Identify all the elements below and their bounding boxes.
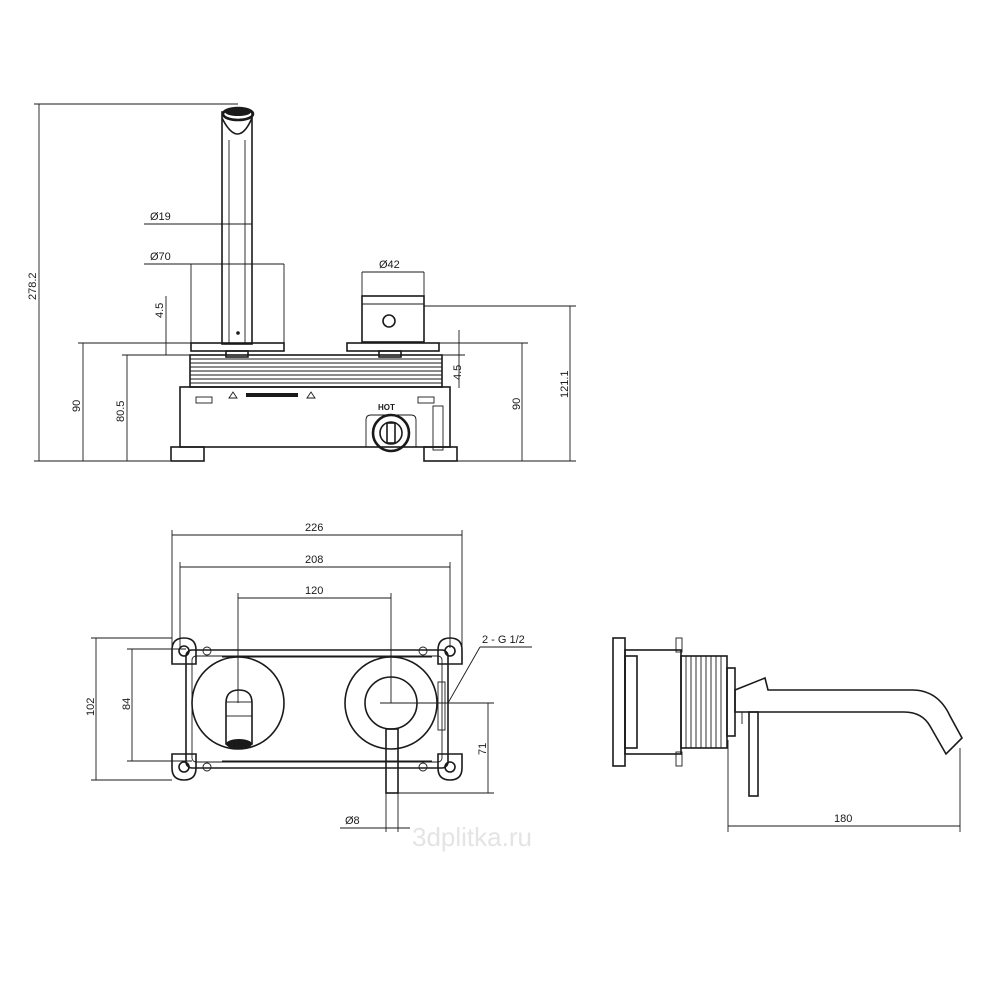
watermark: 3dplitka.ru (412, 822, 532, 852)
spout (221, 106, 255, 345)
side-dimensions: 180 (727, 740, 961, 832)
dim-handle-diameter: Ø42 (379, 259, 400, 271)
dim-connection: 2 - G 1/2 (482, 634, 525, 646)
dim-overall-width: 226 (305, 522, 323, 534)
dim-spout-diameter: Ø19 (150, 211, 171, 223)
mounting-ears (171, 637, 463, 781)
dim-plate-gap-left: 4.5 (154, 303, 166, 318)
dim-lever-length: 71 (477, 743, 489, 755)
dim-box-height-left: 90 (71, 400, 83, 412)
dim-box-depth: 80.5 (115, 401, 127, 422)
front-view: 226 208 120 2 - G 1/2 102 84 (85, 522, 532, 832)
dim-box-height-right: 90 (511, 398, 523, 410)
dim-handle-height: 121.1 (559, 370, 571, 398)
handle (346, 295, 440, 358)
front-box (185, 649, 449, 769)
dim-inner-height: 84 (121, 698, 133, 710)
side-threads (680, 655, 728, 749)
front-dimensions: 226 208 120 2 - G 1/2 102 84 (85, 522, 532, 832)
threaded-body (189, 354, 443, 388)
dim-box-height-front: 102 (85, 698, 97, 716)
dim-plate-gap-right: 4.5 (452, 365, 464, 380)
elevation-dimensions: 278.2 Ø19 Ø70 4.5 90 80.5 (27, 103, 576, 462)
spout-collar (225, 350, 249, 358)
dim-total-height: 278.2 (27, 272, 39, 300)
dim-lever-diameter: Ø8 (345, 815, 360, 827)
dim-plate-diameter: Ø70 (150, 251, 171, 263)
mounting-box: HOT (170, 386, 458, 462)
dim-box-width: 208 (305, 554, 323, 566)
elevation-view: HOT 278.2 Ø19 Ø70 (27, 103, 576, 462)
dim-center-distance: 120 (305, 585, 323, 597)
side-spout (734, 676, 963, 756)
side-view: 180 (612, 637, 963, 832)
dim-spout-projection: 180 (834, 813, 852, 825)
hot-label: HOT (378, 403, 395, 412)
